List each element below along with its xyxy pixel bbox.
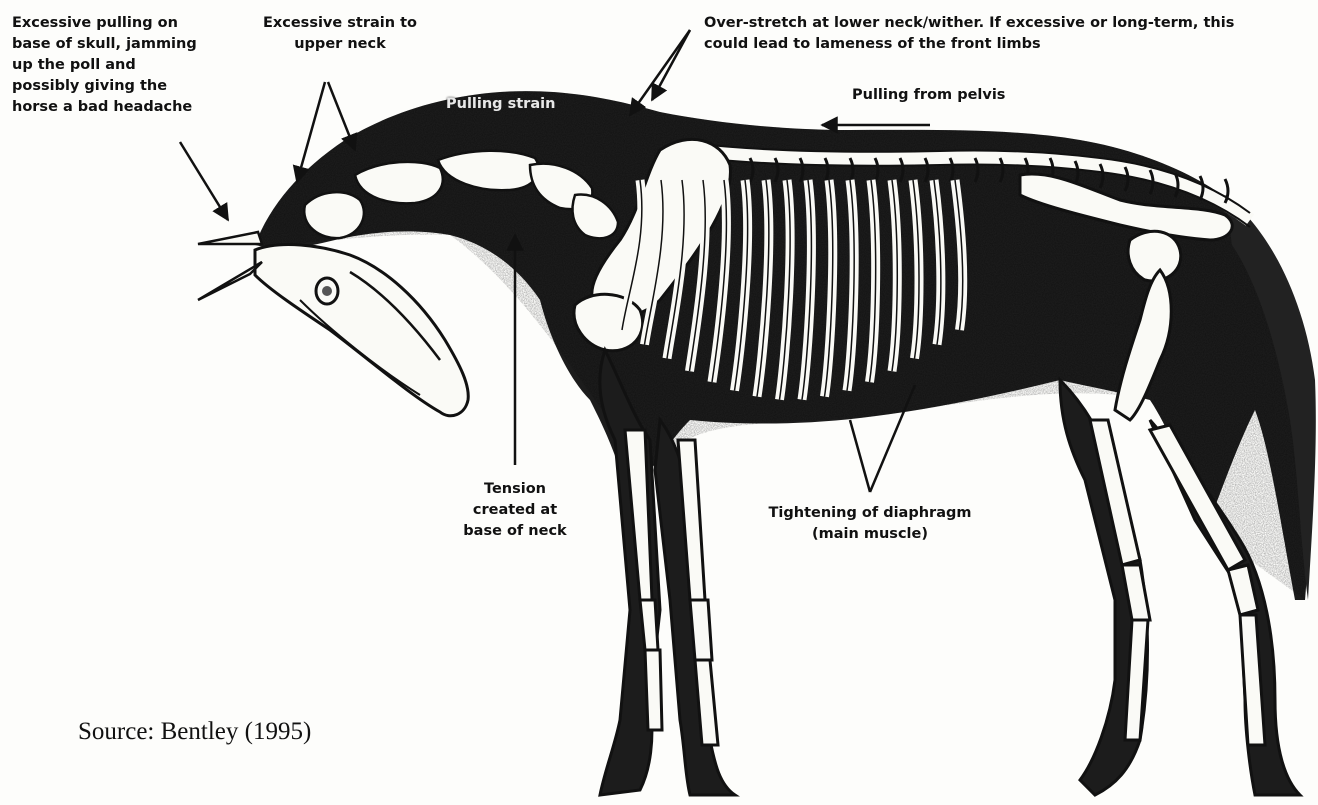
label-neck-base: Tension created at base of neck [440, 479, 590, 542]
label-lower-neck: Over-stretch at lower neck/wither. If ex… [704, 13, 1314, 55]
source-citation: Source: Bentley (1995) [78, 718, 311, 746]
upper-neck-arrow-2 [328, 82, 355, 150]
lower-neck-arrow-2 [652, 30, 690, 100]
label-skull: Excessive pulling on base of skull, jamm… [12, 13, 197, 118]
label-diaphragm: Tightening of diaphragm (main muscle) [745, 503, 995, 545]
label-pelvis: Pulling from pelvis [852, 85, 1005, 106]
horse-head [198, 232, 468, 416]
label-upper-neck: Excessive strain to upper neck [245, 13, 435, 55]
skull-arrow [180, 142, 228, 220]
vertebra-process [1225, 179, 1228, 203]
diaphragm-arrow-1 [850, 420, 870, 492]
lower-neck-arrow-1 [630, 30, 690, 115]
label-pulling-strain: Pulling strain [446, 94, 555, 115]
